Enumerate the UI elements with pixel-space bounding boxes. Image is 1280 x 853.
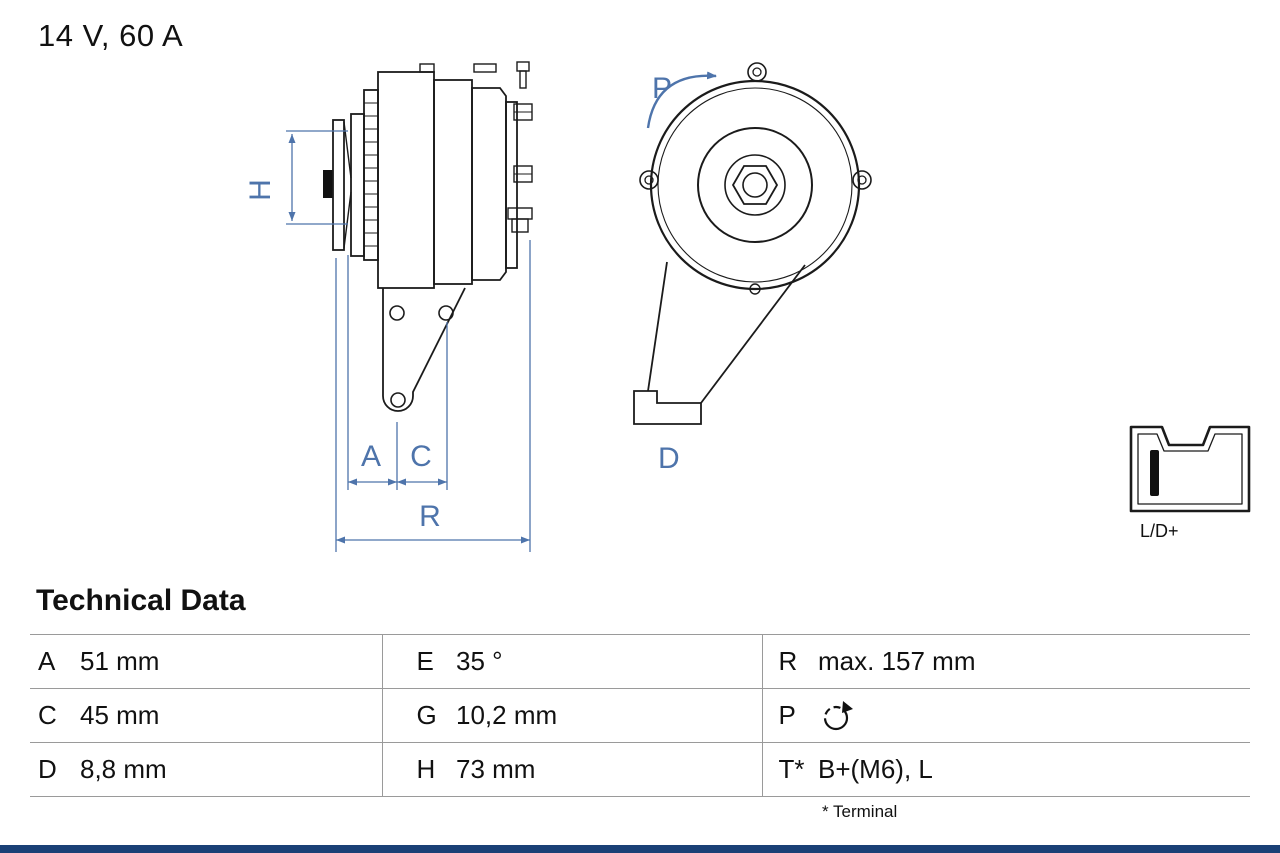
terminal-footnote: * Terminal bbox=[822, 802, 898, 821]
technical-data-table: A 51 mm E 35 ° R max. 157 mm C 45 mm G 1… bbox=[30, 634, 1250, 797]
tech-key-e: E bbox=[381, 634, 456, 689]
table-row: C 45 mm G 10,2 mm P bbox=[30, 688, 1250, 743]
table-row: A 51 mm E 35 ° R max. 157 mm bbox=[30, 634, 1250, 689]
tech-key-r: R bbox=[761, 634, 818, 689]
ear-right bbox=[852, 170, 872, 190]
side-view-dimensions bbox=[286, 130, 531, 552]
alternator-side-view bbox=[323, 61, 533, 412]
technical-drawing-area: H A C R P bbox=[244, 61, 1251, 552]
rotation-direction-icon bbox=[823, 700, 853, 730]
pulley-front-flange bbox=[332, 119, 345, 251]
stator-section bbox=[433, 79, 473, 285]
table-row: D 8,8 mm H 73 mm T* B+(M6), L bbox=[30, 742, 1250, 797]
tech-value-a: 51 mm bbox=[80, 634, 382, 689]
pulley-v-groove bbox=[343, 121, 352, 249]
shaft-nut-hex bbox=[731, 165, 779, 205]
pulley-rear-flange bbox=[350, 113, 365, 257]
mounting-bracket bbox=[382, 287, 466, 412]
connector-label: L/D+ bbox=[1140, 521, 1179, 541]
tech-key-t: T* bbox=[761, 742, 818, 797]
connector-diagram bbox=[1129, 425, 1251, 513]
tech-value-e: 35 ° bbox=[456, 634, 762, 689]
tech-key-d: D bbox=[30, 742, 80, 797]
dim-label-h: H bbox=[244, 179, 277, 201]
dim-label-c: C bbox=[410, 440, 432, 473]
tech-key-c: C bbox=[30, 688, 80, 743]
pulley-shaft-end bbox=[323, 170, 333, 198]
tech-key-g: G bbox=[381, 688, 456, 743]
dim-label-p: P bbox=[652, 72, 672, 105]
tech-value-t: B+(M6), L bbox=[818, 742, 1250, 797]
front-housing bbox=[377, 71, 435, 289]
rotation-arrow bbox=[646, 71, 717, 129]
tech-value-r: max. 157 mm bbox=[818, 634, 1250, 689]
terminal-pin-icon bbox=[1150, 450, 1159, 496]
bracket-hole-1 bbox=[389, 305, 405, 321]
rear-cover bbox=[505, 101, 518, 269]
tech-value-h: 73 mm bbox=[456, 742, 762, 797]
dim-label-a: A bbox=[361, 440, 381, 473]
tech-value-d: 8,8 mm bbox=[80, 742, 382, 797]
pulley-outer-circle bbox=[649, 79, 861, 291]
pulley-hub bbox=[724, 154, 786, 216]
bracket-foot bbox=[633, 390, 702, 425]
technical-data-title: Technical Data bbox=[36, 584, 246, 617]
dim-label-d: D bbox=[658, 442, 680, 475]
ear-left bbox=[639, 170, 659, 190]
bracket-lug-hole bbox=[390, 392, 406, 408]
tech-value-g: 10,2 mm bbox=[456, 688, 762, 743]
product-rating: 14 V, 60 A bbox=[38, 18, 184, 53]
tech-key-a: A bbox=[30, 634, 80, 689]
ear-top bbox=[747, 62, 767, 82]
footer-bar bbox=[0, 845, 1280, 853]
bracket-hole-2 bbox=[438, 305, 454, 321]
tech-value-p bbox=[818, 688, 1250, 743]
tech-value-c: 45 mm bbox=[80, 688, 382, 743]
bottom-hole bbox=[749, 283, 761, 295]
dim-label-r: R bbox=[419, 500, 441, 533]
tech-key-p: P bbox=[761, 688, 818, 743]
top-stud bbox=[516, 61, 530, 72]
alternator-front-view bbox=[633, 62, 872, 425]
b-plus-terminal bbox=[507, 207, 533, 220]
tech-key-h: H bbox=[381, 742, 456, 797]
rear-housing bbox=[471, 87, 507, 281]
connector-outline bbox=[1129, 425, 1251, 513]
